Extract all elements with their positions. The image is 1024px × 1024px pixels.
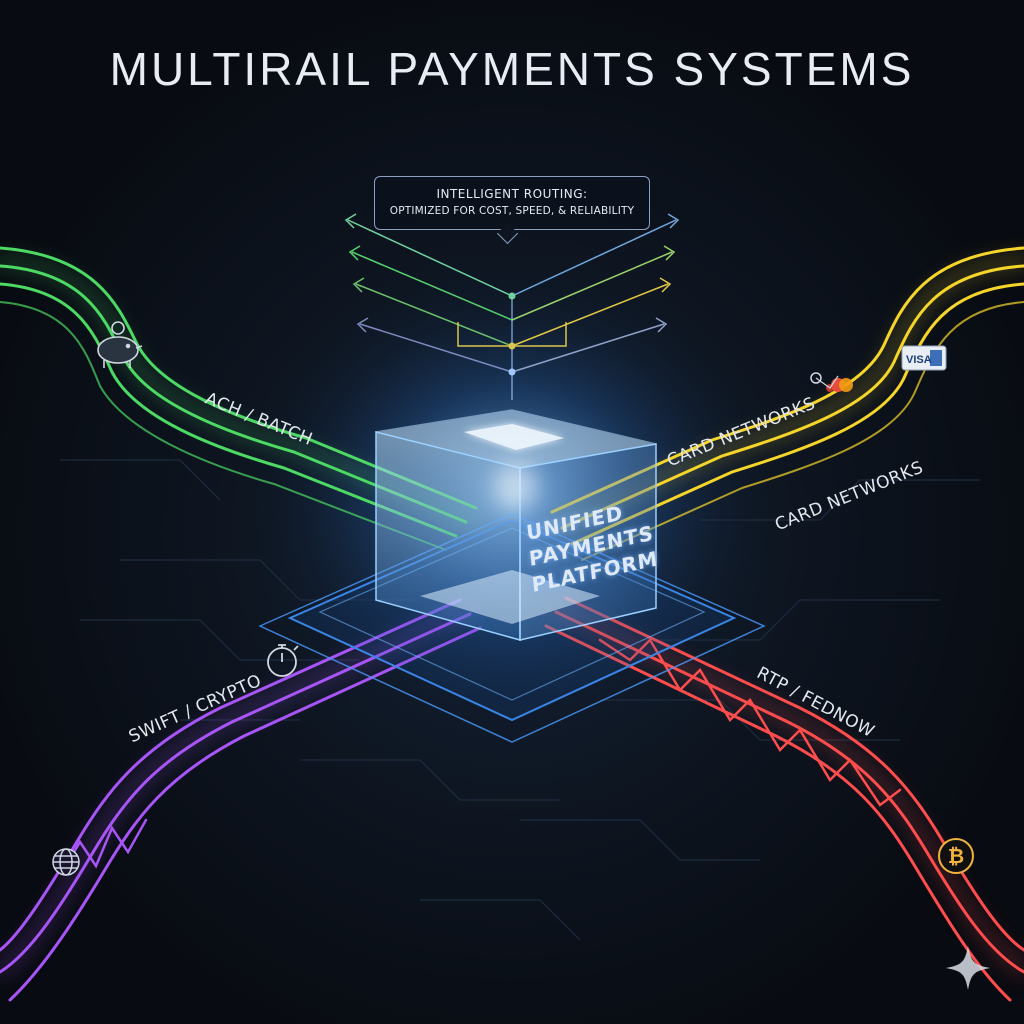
callout-line2: OPTIMIZED FOR COST, SPEED, & RELIABILITY <box>389 205 635 217</box>
routing-arrowheads <box>344 213 680 333</box>
globe-icon <box>52 848 80 876</box>
bitcoin-symbol: ₿ <box>948 844 964 868</box>
visa-card-icon: VISA <box>901 345 947 371</box>
stopwatch-icon <box>267 644 299 677</box>
card-network-icon <box>810 372 853 392</box>
sparkle-icon <box>946 946 990 990</box>
bitcoin-icon: ₿ <box>938 838 974 874</box>
platform-cube <box>375 409 657 641</box>
rail-card <box>550 246 1024 561</box>
rail-rtp <box>544 596 1024 1002</box>
routing-nodes <box>508 292 516 376</box>
callout-line1: INTELLIGENT ROUTING: <box>436 187 588 201</box>
visa-text: VISA <box>906 354 932 366</box>
routing-lines <box>347 219 677 400</box>
page-title: MULTIRAIL PAYMENTS SYSTEMS <box>109 43 915 95</box>
piggy-bank-icon <box>97 321 143 368</box>
routing-callout: INTELLIGENT ROUTING: OPTIMIZED FOR COST,… <box>374 176 650 230</box>
rail-swift <box>0 598 482 1002</box>
